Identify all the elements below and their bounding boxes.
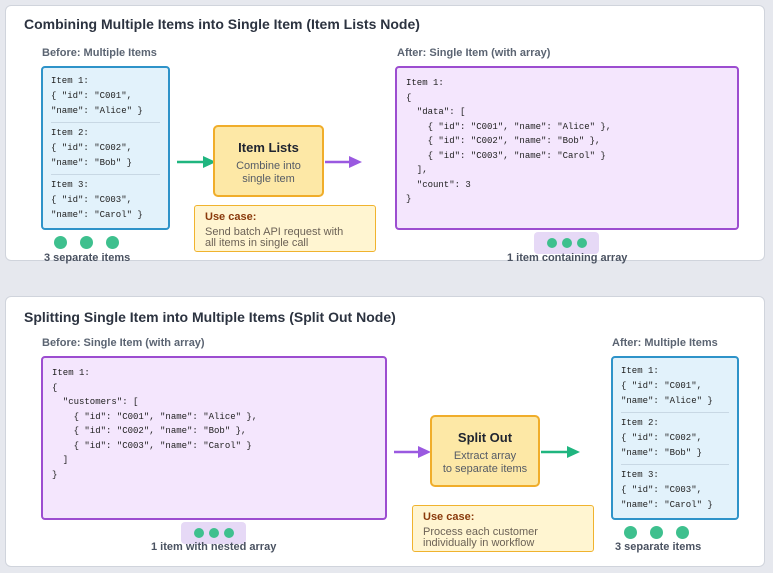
array-dots-badge bbox=[181, 522, 246, 544]
item-dot bbox=[223, 528, 234, 538]
array-dots-badge bbox=[534, 232, 599, 254]
usecase-text: Send batch API request with all items in… bbox=[205, 227, 365, 249]
item-dot bbox=[561, 238, 572, 248]
combine-caption-left: 3 separate items bbox=[44, 252, 131, 264]
usecase-line: Process each customer bbox=[423, 526, 538, 538]
combine-usecase-box: Use case: Send batch API request with al… bbox=[194, 205, 376, 252]
node-subtitle: Extract array to separate items bbox=[432, 450, 538, 476]
split-usecase-box: Use case: Process each customer individu… bbox=[412, 505, 594, 552]
single-item-json: Item 1: { "customers": [ { "id": "C001",… bbox=[52, 368, 258, 480]
split-before-item-box: Item 1: { "customers": [ { "id": "C001",… bbox=[41, 356, 387, 520]
arrow-right-icon bbox=[541, 446, 580, 458]
split-before-label: Before: Single Item (with array) bbox=[42, 337, 205, 349]
item-json-line: "name": "Bob" } bbox=[621, 448, 703, 458]
item-dot bbox=[546, 238, 557, 248]
item-label: Item 3: bbox=[51, 180, 89, 190]
item-label: Item 2: bbox=[51, 128, 89, 138]
item-card: Item 3: { "id": "C003", "name": "Carol" … bbox=[43, 178, 168, 223]
arrow-right-icon bbox=[325, 156, 362, 168]
item-dot bbox=[193, 528, 204, 538]
split-after-label: After: Multiple Items bbox=[612, 337, 718, 349]
item-json-line: "name": "Alice" } bbox=[621, 396, 713, 406]
item-dot bbox=[676, 526, 689, 539]
node-subtitle: Combine into single item bbox=[215, 160, 322, 186]
item-dot bbox=[208, 528, 219, 538]
item-divider bbox=[51, 174, 160, 175]
item-card: Item 2: { "id": "C002", "name": "Bob" } bbox=[43, 126, 168, 171]
split-out-node[interactable]: Split Out Extract array to separate item… bbox=[430, 415, 540, 487]
item-json-line: { "id": "C003", bbox=[621, 485, 703, 495]
node-subtitle-line: Extract array bbox=[453, 450, 517, 462]
item-dot bbox=[80, 236, 93, 249]
usecase-line: Send batch API request with bbox=[205, 226, 344, 238]
item-json-line: "name": "Carol" } bbox=[621, 500, 713, 510]
arrow-right-icon bbox=[177, 156, 216, 168]
item-json-line: { "id": "C001", bbox=[621, 381, 703, 391]
split-panel-title: Splitting Single Item into Multiple Item… bbox=[24, 309, 396, 325]
arrow-right-icon bbox=[394, 446, 431, 458]
usecase-title: Use case: bbox=[205, 211, 257, 223]
usecase-title: Use case: bbox=[423, 511, 475, 523]
item-json-line: { "id": "C001", bbox=[51, 91, 133, 101]
item-json-line: "name": "Alice" } bbox=[51, 106, 143, 116]
separate-items-dots bbox=[54, 236, 119, 249]
combine-after-item-box: Item 1: { "data": [ { "id": "C001", "nam… bbox=[395, 66, 739, 230]
combine-panel-title: Combining Multiple Items into Single Ite… bbox=[24, 16, 420, 32]
node-title: Split Out bbox=[457, 430, 513, 445]
item-divider bbox=[621, 412, 729, 413]
combine-before-items-box: Item 1: { "id": "C001", "name": "Alice" … bbox=[41, 66, 170, 230]
item-label: Item 3: bbox=[621, 470, 659, 480]
item-json-line: { "id": "C003", bbox=[51, 195, 133, 205]
item-json-line: "name": "Carol" } bbox=[51, 210, 143, 220]
node-subtitle-line: Combine into bbox=[236, 160, 301, 172]
item-dot bbox=[650, 526, 663, 539]
item-card: Item 1: { "id": "C001", "name": "Alice" … bbox=[43, 74, 168, 119]
separate-items-dots bbox=[624, 526, 689, 539]
item-lists-node[interactable]: Item Lists Combine into single item bbox=[213, 125, 324, 197]
item-label: Item 1: bbox=[621, 366, 659, 376]
combine-caption-right: 1 item containing array bbox=[507, 252, 628, 264]
item-label: Item 1: bbox=[51, 76, 89, 86]
node-subtitle-line: to separate items bbox=[442, 463, 528, 475]
item-json-line: "name": "Bob" } bbox=[51, 158, 133, 168]
split-panel: Splitting Single Item into Multiple Item… bbox=[5, 296, 765, 567]
usecase-text: Process each customer individually in wo… bbox=[423, 527, 583, 549]
item-divider bbox=[51, 122, 160, 123]
item-divider bbox=[621, 464, 729, 465]
item-dot bbox=[576, 238, 587, 248]
combine-panel: Combining Multiple Items into Single Ite… bbox=[5, 5, 765, 264]
item-json-line: { "id": "C002", bbox=[51, 143, 133, 153]
split-after-items-box: Item 1: { "id": "C001", "name": "Alice" … bbox=[611, 356, 739, 520]
item-json-line: { "id": "C002", bbox=[621, 433, 703, 443]
node-title: Item Lists bbox=[238, 140, 299, 155]
usecase-line: all items in single call bbox=[205, 237, 309, 249]
item-card: Item 1: { "id": "C001", "name": "Alice" … bbox=[613, 364, 737, 409]
combine-before-label: Before: Multiple Items bbox=[42, 47, 157, 59]
usecase-line: individually in workflow bbox=[423, 537, 535, 549]
split-caption-right: 3 separate items bbox=[615, 541, 702, 553]
item-card: Item 3: { "id": "C003", "name": "Carol" … bbox=[613, 468, 737, 513]
combine-after-label: After: Single Item (with array) bbox=[397, 47, 551, 59]
item-dot bbox=[624, 526, 637, 539]
single-item-json: Item 1: { "data": [ { "id": "C001", "nam… bbox=[406, 78, 612, 204]
item-card: Item 2: { "id": "C002", "name": "Bob" } bbox=[613, 416, 737, 461]
item-dot bbox=[54, 236, 67, 249]
item-dot bbox=[106, 236, 119, 249]
split-caption-left: 1 item with nested array bbox=[151, 541, 277, 553]
node-subtitle-line: single item bbox=[242, 173, 295, 185]
item-label: Item 2: bbox=[621, 418, 659, 428]
